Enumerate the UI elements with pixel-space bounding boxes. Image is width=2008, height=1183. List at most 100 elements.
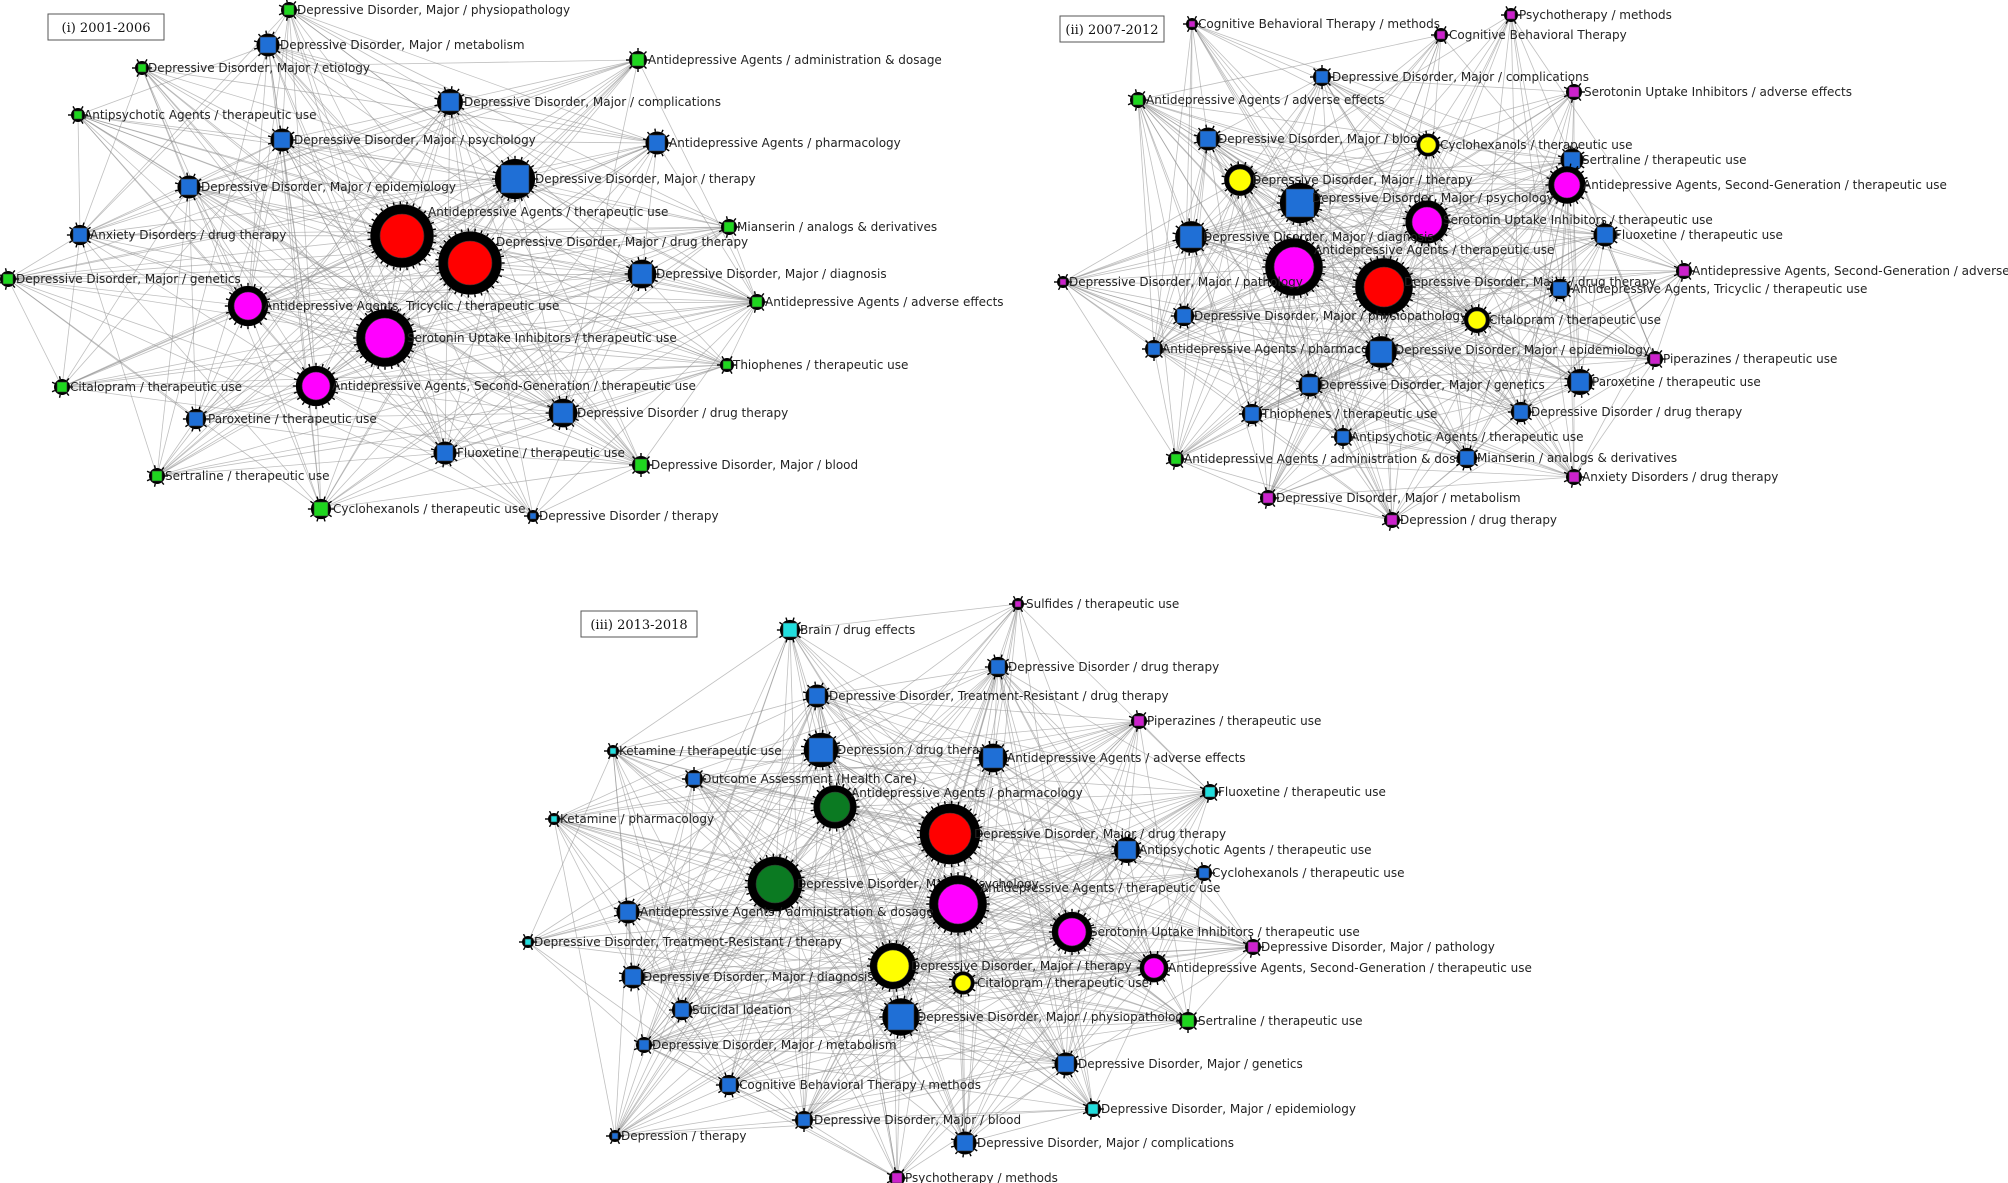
node-tick	[410, 349, 414, 353]
node-tick	[203, 410, 207, 414]
network-edge	[527, 941, 730, 1086]
network-edge	[1267, 351, 1382, 499]
node-tick	[1143, 726, 1147, 731]
node-tick	[427, 215, 431, 219]
node-tick	[1614, 240, 1618, 244]
node-label: Cognitive Behavioral Therapy / methods	[739, 1078, 981, 1092]
node-tick	[418, 262, 421, 266]
node-label: Thiophenes / therapeutic use	[1261, 407, 1437, 421]
node-square	[188, 411, 204, 427]
node-tick	[765, 910, 768, 914]
node-tick	[1358, 304, 1362, 308]
node-tick	[1316, 284, 1320, 288]
network-edge	[77, 114, 446, 454]
network-edge	[992, 666, 999, 759]
node-tick	[267, 135, 272, 138]
network-edge	[195, 139, 283, 420]
network-edge	[7, 278, 322, 510]
network-edge	[1383, 270, 1685, 288]
node-label: Antidepressive Agents / therapeutic use	[428, 205, 668, 219]
node-tick	[530, 190, 535, 194]
network-edge	[1251, 413, 1468, 459]
network-node: Depressive Disorder, Major / therapy	[866, 940, 1132, 992]
network-edge	[141, 59, 639, 69]
node-tick	[278, 12, 283, 16]
node-square	[751, 296, 763, 308]
network-edge	[1383, 286, 1522, 413]
network-edge	[320, 262, 471, 510]
node-label: Depressive Disorder, Major / diagnosis	[1203, 230, 1434, 244]
node-tick	[1474, 449, 1478, 453]
node-tick	[4, 286, 7, 290]
node-tick	[912, 977, 916, 981]
node-tick	[364, 312, 368, 316]
node-tick	[443, 239, 447, 243]
node-tick	[613, 907, 618, 910]
node-tick	[1569, 163, 1572, 167]
node-tick	[799, 869, 803, 873]
node-label: Depressive Disorder / therapy	[539, 509, 719, 523]
node-square	[782, 622, 798, 638]
network-edge	[1065, 720, 1140, 1065]
network-edge	[1510, 14, 1575, 478]
node-tick	[87, 240, 91, 244]
node-tick	[828, 731, 831, 735]
node-tick	[1391, 363, 1395, 367]
network-edge	[728, 666, 999, 1086]
node-tick	[1389, 314, 1392, 319]
network-edge	[79, 234, 386, 339]
edge-layer	[7, 9, 758, 517]
network-edge	[1342, 436, 1468, 459]
node-square	[1170, 453, 1182, 465]
network-edge	[1267, 184, 1568, 499]
node-tick	[1000, 654, 1003, 658]
network-edge	[320, 337, 386, 510]
node-tick	[633, 1039, 638, 1043]
node-tick	[1673, 273, 1678, 277]
node-tick	[1417, 153, 1421, 157]
node-tick	[1651, 348, 1654, 352]
network-edge	[1191, 23, 1382, 353]
node-label: Antidepressive Agents / adverse effects	[765, 295, 1004, 309]
node-circle	[1553, 171, 1581, 199]
network-edge	[816, 695, 1155, 969]
node-tick	[316, 518, 319, 522]
network-edge	[612, 750, 730, 1086]
network-node: Citalopram / therapeutic use	[51, 376, 242, 398]
node-circle	[364, 317, 406, 359]
node-tick	[495, 242, 499, 246]
node-tick	[930, 858, 934, 862]
node-tick	[733, 232, 737, 237]
network-node: Antidepressive Agents / administration &…	[626, 48, 942, 72]
network-edge	[1383, 234, 1606, 288]
node-tick	[1401, 261, 1405, 265]
node-square	[1513, 404, 1529, 420]
node-tick	[937, 878, 941, 882]
node-layer: Cognitive Behavioral Therapy / methodsPs…	[1054, 5, 2008, 531]
node-tick	[753, 861, 757, 865]
node-tick	[1413, 140, 1418, 143]
node-square	[529, 512, 537, 520]
network-edge	[964, 872, 1205, 1144]
node-tick	[1179, 325, 1182, 329]
node-square	[1179, 225, 1203, 249]
node-label: Antidepressive Agents / administration &…	[648, 53, 942, 67]
node-tick	[626, 279, 630, 283]
node-tick	[886, 1172, 891, 1176]
node-tick	[370, 309, 374, 313]
node-label: Mianserin / analogs & derivatives	[737, 220, 937, 234]
node-tick	[828, 782, 831, 787]
node-label: Depressive Disorder, Major / diagnosis	[643, 970, 874, 984]
network-node: Cognitive Behavioral Therapy / methods	[715, 1072, 981, 1098]
node-tick	[963, 860, 967, 864]
node-tick	[434, 97, 438, 100]
network-edge	[1183, 315, 1382, 353]
network-node: Sertraline / therapeutic use	[146, 465, 330, 487]
node-tick	[1055, 1072, 1059, 1076]
node-tick	[548, 810, 552, 815]
node-tick	[486, 289, 489, 293]
node-tick	[1411, 279, 1416, 282]
node-tick	[371, 218, 375, 222]
node-square	[1204, 786, 1216, 798]
